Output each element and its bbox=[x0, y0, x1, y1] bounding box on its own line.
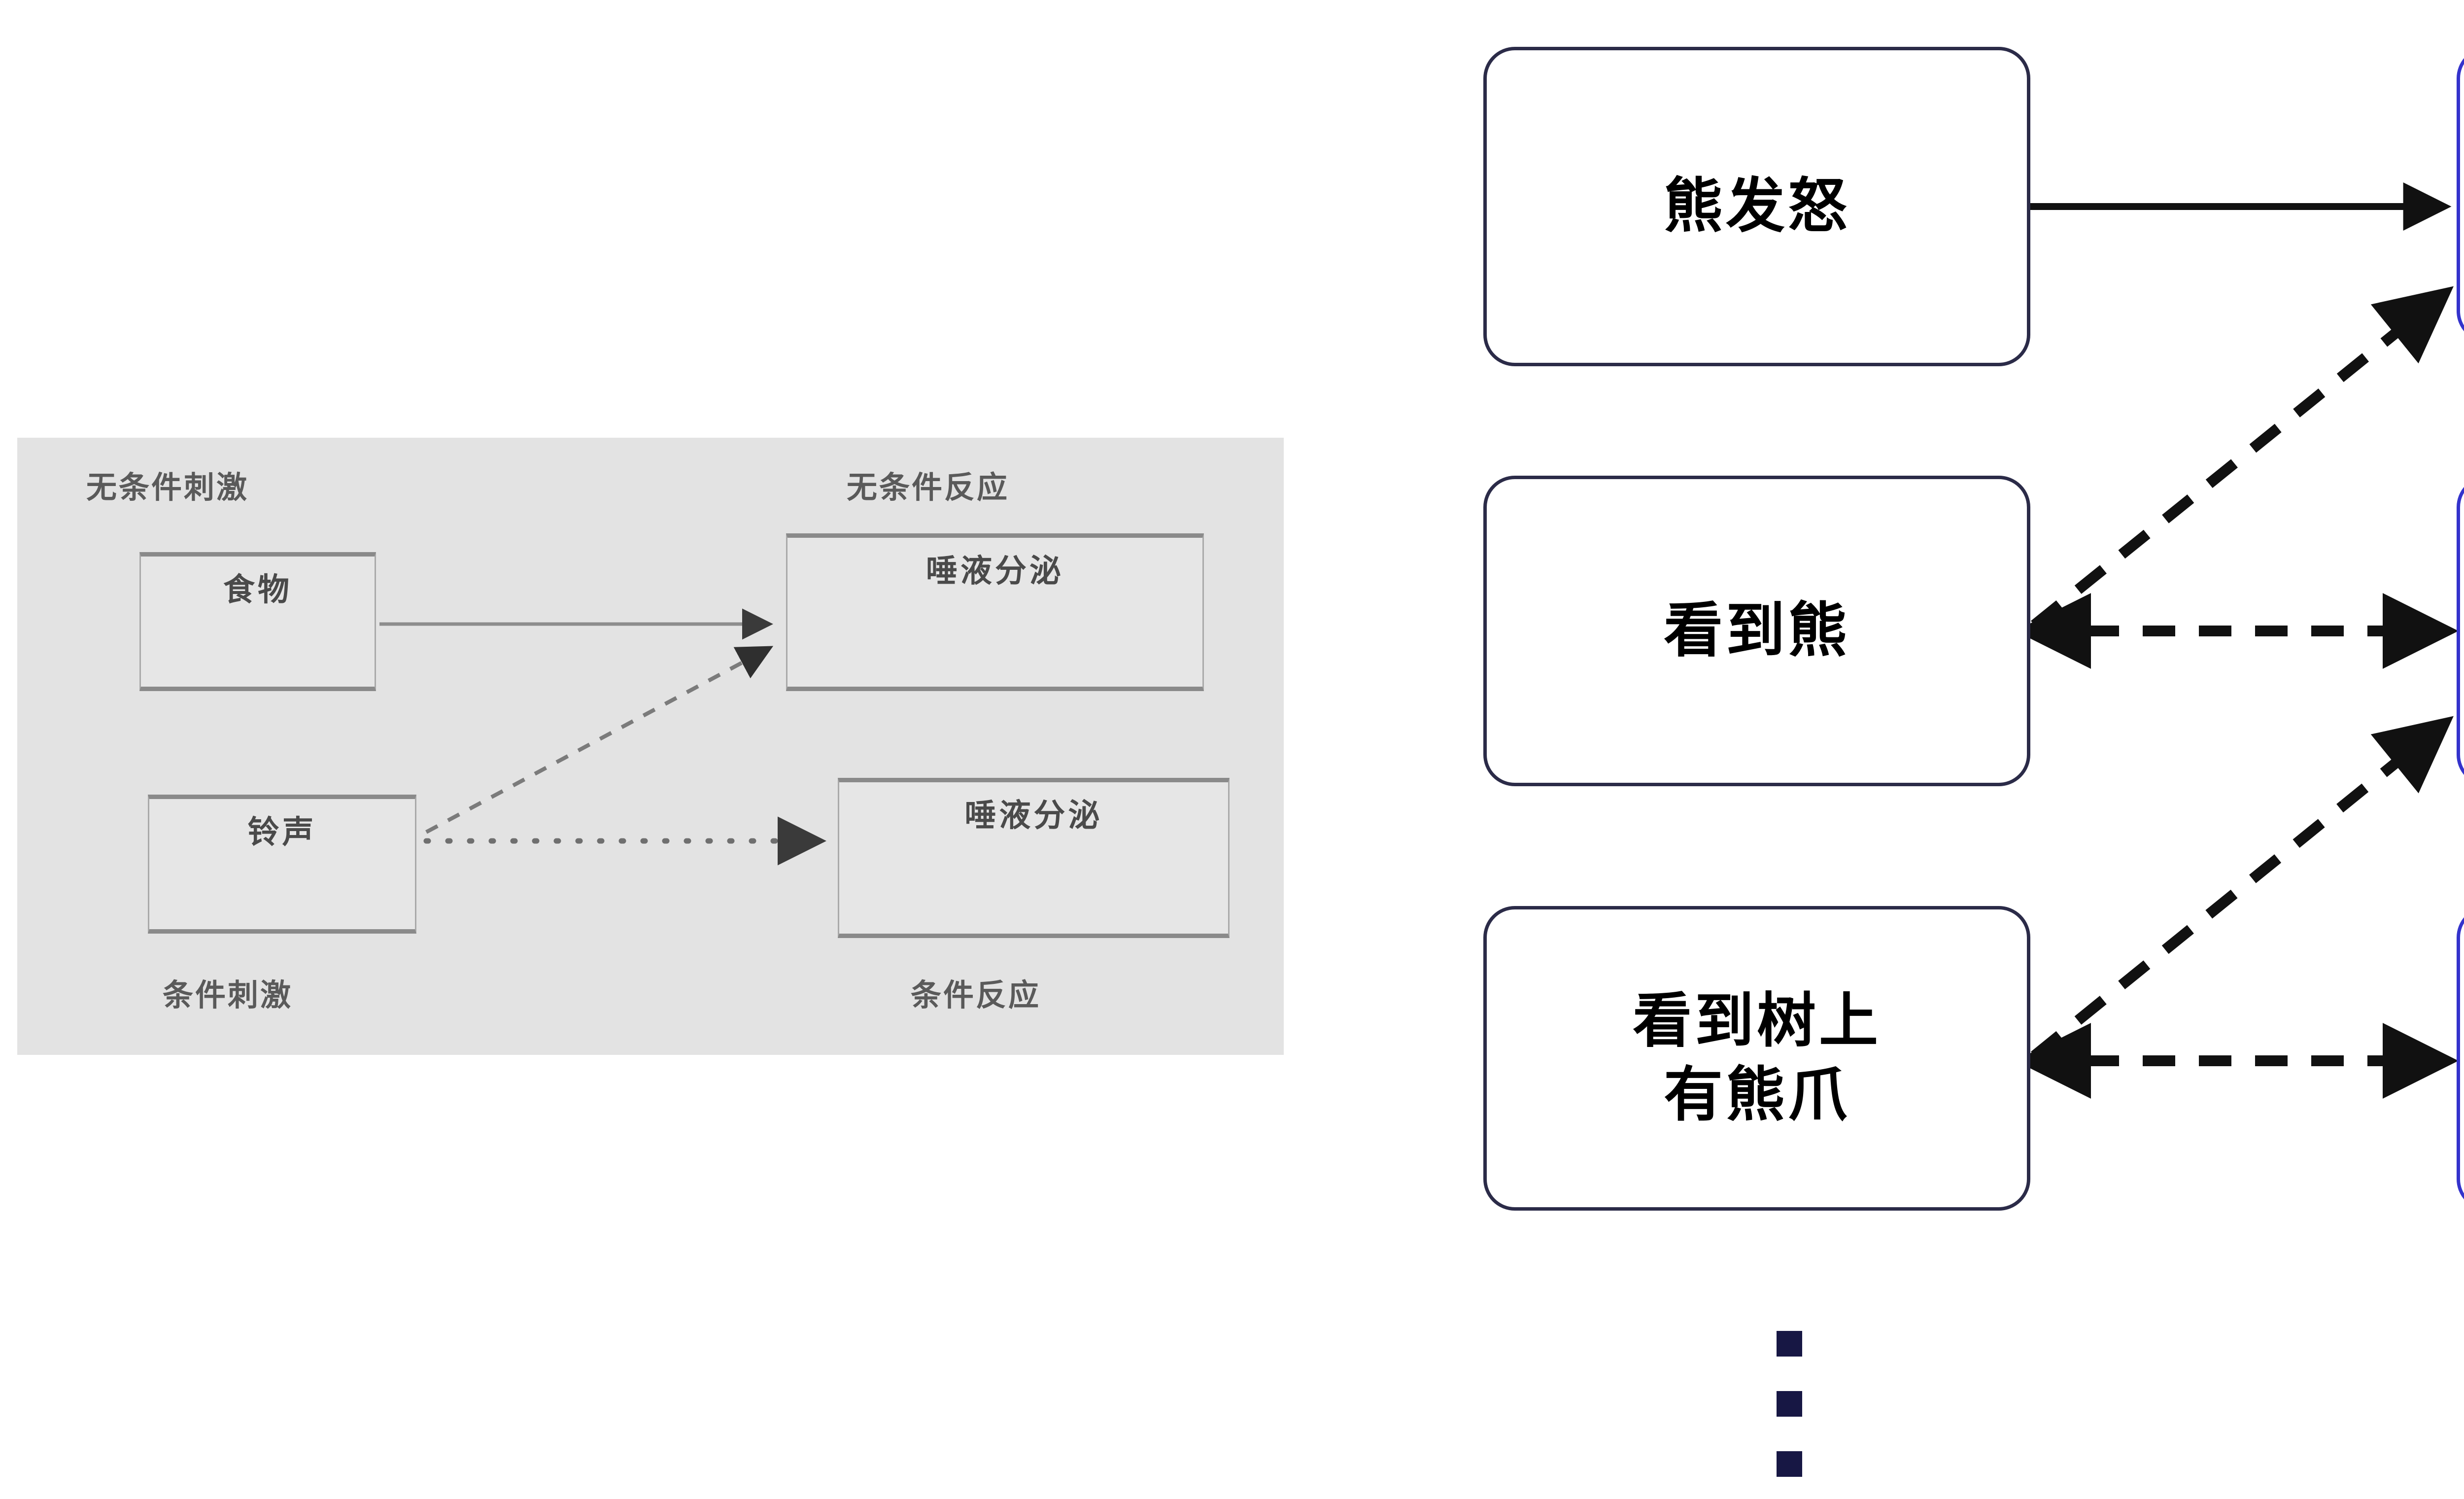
box-salivation-bottom-label: 唾液分泌 bbox=[964, 798, 1103, 834]
label-unconditioned-stimulus: 无条件刺激 bbox=[86, 469, 249, 505]
box-bell-label: 铃声 bbox=[247, 814, 317, 851]
node-value-s-prime[interactable]: V(s′) bbox=[2457, 476, 2464, 786]
box-food-label: 食物 bbox=[223, 572, 292, 608]
node-see-bear-label: 看到熊 bbox=[1664, 596, 1850, 665]
box-bell: 铃声 bbox=[148, 795, 416, 934]
node-see-bear-claw-label: 看到树上 有熊爪 bbox=[1633, 984, 1881, 1132]
box-salivation-top-label: 唾液分泌 bbox=[926, 553, 1064, 590]
ellipsis-left-dot-2 bbox=[1777, 1391, 1802, 1417]
ellipsis-left-dot-1 bbox=[1777, 1331, 1802, 1357]
classical-conditioning-arrows bbox=[379, 608, 826, 866]
arrow-bell-to-salivation-top bbox=[425, 646, 774, 834]
node-see-bear-claw[interactable]: 看到树上 有熊爪 bbox=[1483, 906, 2030, 1211]
classical-conditioning-panel bbox=[17, 438, 1284, 1055]
edge-see-bear-to-reward bbox=[2031, 286, 2454, 629]
node-value-s[interactable]: V(s) bbox=[2457, 906, 2464, 1211]
label-unconditioned-response: 无条件反应 bbox=[847, 469, 1010, 505]
label-conditioned-response: 条件反应 bbox=[911, 977, 1041, 1013]
box-salivation-top: 唾液分泌 bbox=[786, 533, 1204, 691]
box-food: 食物 bbox=[139, 552, 376, 691]
node-see-bear-claw-line1: 看到树上 bbox=[1633, 987, 1881, 1055]
edge-see-claw-to-v-s-prime bbox=[2031, 716, 2454, 1060]
label-conditioned-stimulus: 条件刺激 bbox=[163, 977, 293, 1013]
node-see-bear[interactable]: 看到熊 bbox=[1483, 476, 2030, 786]
node-bear-angry[interactable]: 熊发怒 bbox=[1483, 47, 2030, 366]
node-reward[interactable]: 奖励 bbox=[2457, 47, 2464, 343]
node-see-bear-claw-line2: 有熊爪 bbox=[1664, 1061, 1850, 1129]
ellipsis-left-dot-3 bbox=[1777, 1451, 1802, 1477]
box-salivation-bottom: 唾液分泌 bbox=[838, 778, 1230, 938]
node-bear-angry-label: 熊发怒 bbox=[1664, 172, 1850, 241]
